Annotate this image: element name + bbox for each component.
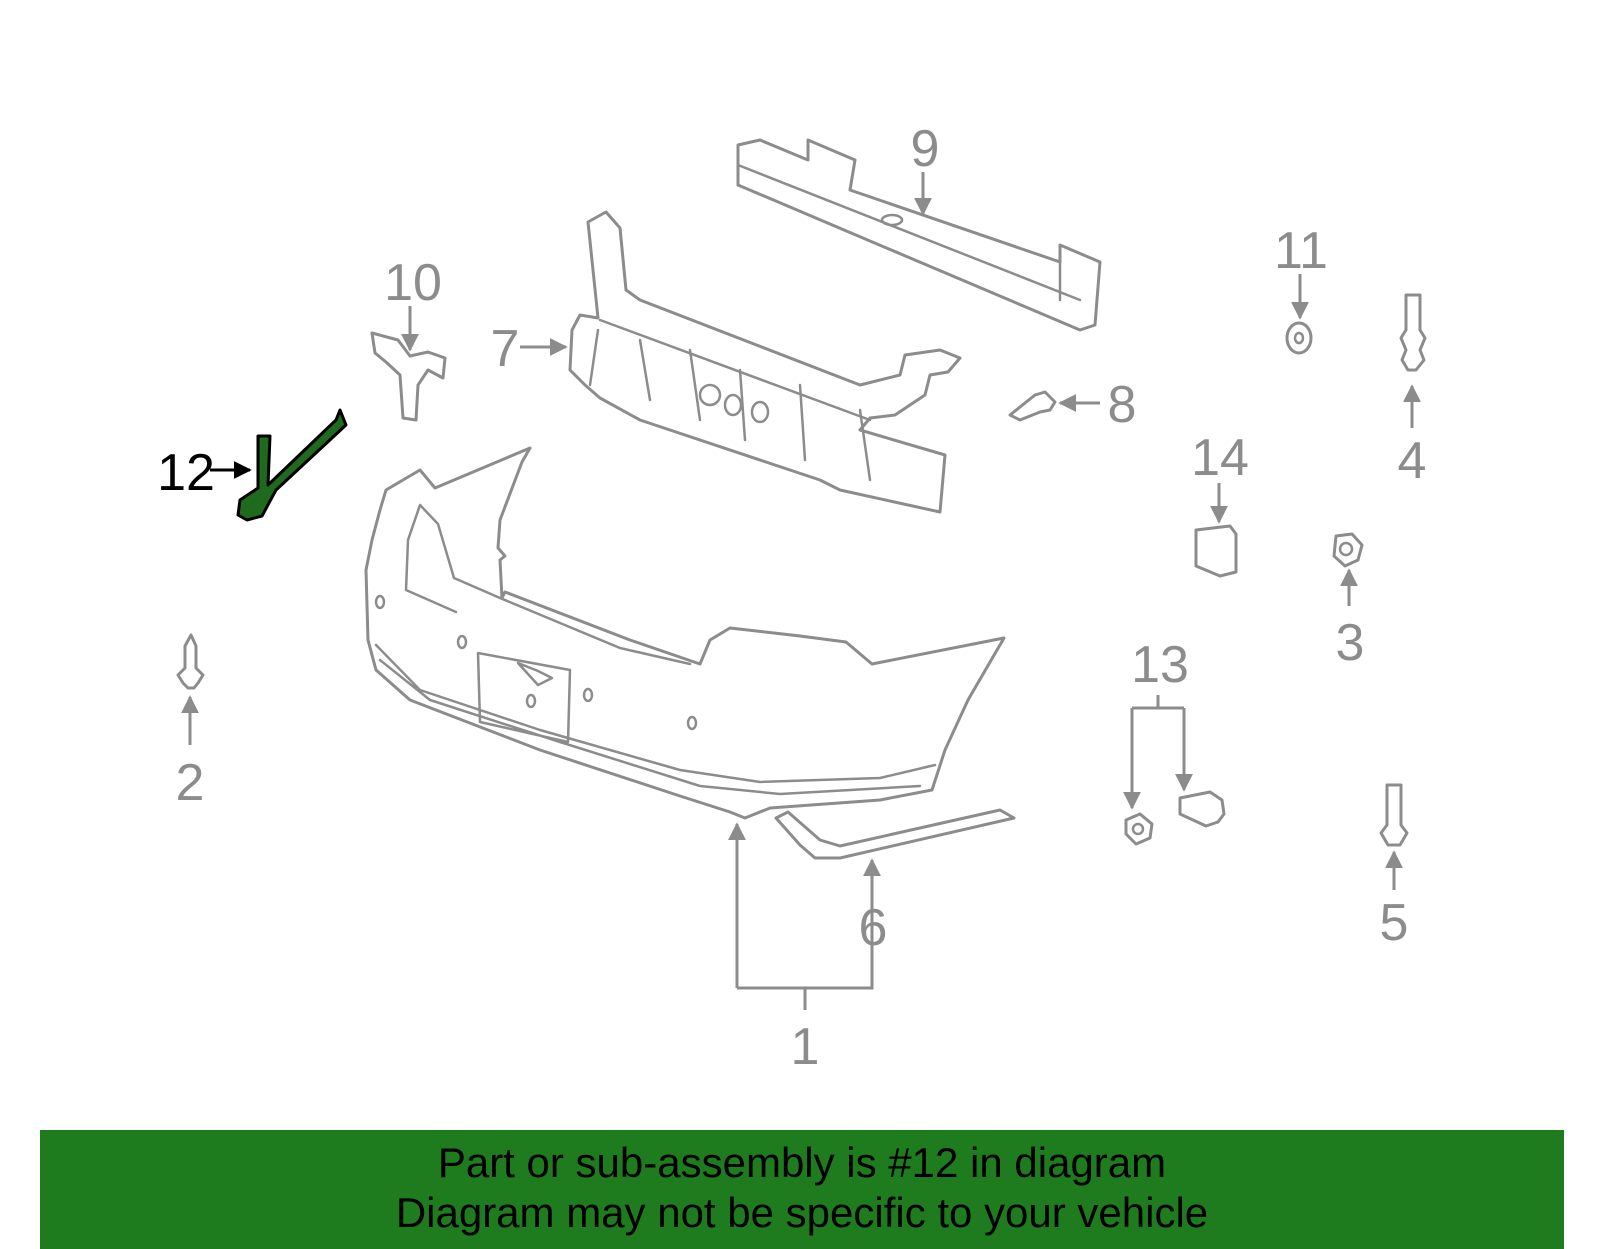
part-8-push-pin[interactable] xyxy=(1008,390,1057,422)
callout-3: 3 xyxy=(1336,614,1365,672)
part-12-highlighted[interactable] xyxy=(236,408,348,522)
callout-5: 5 xyxy=(1380,894,1409,952)
part-5-bolt[interactable] xyxy=(1379,783,1409,847)
callout-7: 7 xyxy=(491,320,520,378)
callout-13: 13 xyxy=(1131,636,1189,694)
callout-6: 6 xyxy=(859,899,888,957)
callout-9: 9 xyxy=(911,120,940,178)
part-11-washer[interactable] xyxy=(1285,321,1313,355)
part-10-bracket[interactable] xyxy=(370,331,447,422)
part-14-pad[interactable] xyxy=(1194,524,1238,578)
callout-labels: 9 10 7 8 11 4 14 3 2 13 5 6 1 12 xyxy=(157,120,1426,1076)
part-1-bumper-cover[interactable] xyxy=(364,446,1006,820)
callout-14: 14 xyxy=(1191,429,1249,487)
part-6-lower-molding[interactable] xyxy=(774,808,1016,860)
callout-8: 8 xyxy=(1108,376,1137,434)
leader-lines xyxy=(181,172,1421,1010)
part-9-impact-bar[interactable] xyxy=(736,138,1102,332)
callout-11: 11 xyxy=(1274,222,1328,280)
banner-line-1: Part or sub-assembly is #12 in diagram xyxy=(437,1139,1167,1186)
part-2-push-clip[interactable] xyxy=(176,633,205,690)
callout-1: 1 xyxy=(791,1018,820,1076)
info-banner: Part or sub-assembly is #12 in diagram D… xyxy=(40,1130,1564,1249)
banner-line-2: Diagram may not be specific to your vehi… xyxy=(395,1189,1209,1236)
part-3-nut[interactable] xyxy=(1332,532,1364,568)
callout-2: 2 xyxy=(176,754,205,812)
part-13-nut-and-retainer[interactable] xyxy=(1124,790,1226,846)
callout-12: 12 xyxy=(157,444,215,502)
callout-10: 10 xyxy=(384,254,442,312)
part-7-energy-absorber[interactable] xyxy=(568,210,962,514)
callout-4: 4 xyxy=(1398,432,1427,490)
part-4-stud[interactable] xyxy=(1399,293,1427,372)
